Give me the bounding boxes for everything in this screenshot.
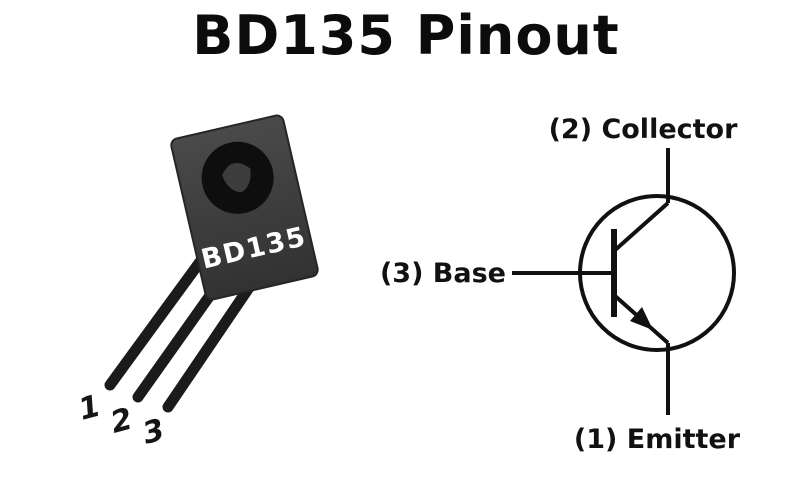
base-label: (3) Base [380,258,506,289]
pin-number-2: 2 [107,402,136,441]
pin-number-1: 1 [75,389,104,428]
collector-label: (2) Collector [549,114,739,145]
page-title: BD135 Pinout [192,4,620,67]
package-illustration: BD135 1 2 3 [75,114,319,452]
package-hole-key-shape [222,162,251,193]
transistor-symbol: (2) Collector (3) Base (1) Emitter [380,114,741,455]
package-body-group: BD135 [170,114,319,301]
emitter-label: (1) Emitter [574,424,741,455]
collector-diagonal-line [612,201,670,253]
emitter-arrow [630,307,653,330]
pin-number-3: 3 [139,413,168,452]
lead-1 [104,249,211,391]
